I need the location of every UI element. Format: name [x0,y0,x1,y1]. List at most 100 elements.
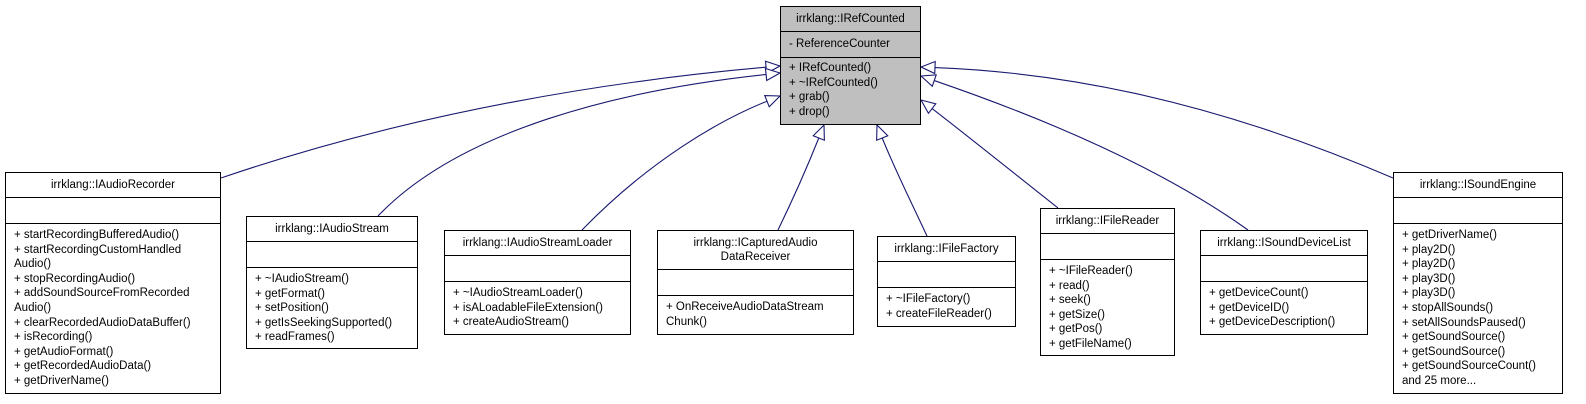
method: + getFileName() [1049,337,1132,350]
method: + seek() [1049,294,1091,307]
class-name: irrklang::IAudioStreamLoader [462,237,613,249]
method: + getSoundSourceCount() [1402,360,1536,373]
method: + readFrames() [255,331,335,344]
class-box-icapturedaudiodatareceiver[interactable]: irrklang::ICapturedAudio DataReceiver + … [657,230,854,335]
method: + isRecording() [14,331,93,344]
class-box-isoundengine[interactable]: irrklang::ISoundEngine + getDriverName()… [1393,172,1563,394]
class-attributes [1201,255,1367,281]
method: + stopRecordingAudio() [14,272,136,285]
class-box-iaudiostream[interactable]: irrklang::IAudioStream + ~IAudioStream()… [246,216,418,349]
class-methods: + getDriverName() + play2D() + play2D() … [1394,223,1562,391]
class-methods: + OnReceiveAudioDataStream Chunk() [658,295,853,331]
method: + play2D() [1402,243,1456,256]
method: + ~IRefCounted() [789,76,878,89]
method: + createFileReader() [886,307,992,320]
class-attributes [247,241,417,267]
class-name: irrklang::IAudioStream [275,223,389,235]
method: + isALoadableFileExtension() [453,301,603,314]
method: + getSoundSource() [1402,345,1506,358]
class-methods: + ~IFileFactory() + createFileReader() [878,287,1015,323]
edge-iaudiostream [377,73,767,217]
edge-isounddevicelist [934,80,1249,231]
class-methods: + ~IAudioStreamLoader() + isALoadableFil… [445,281,630,332]
method: + ~IFileReader() [1049,265,1133,277]
class-box-ifilereader[interactable]: irrklang::IFileReader + ~IFileReader() +… [1040,208,1175,356]
method: + read() [1049,279,1090,292]
class-attributes [6,197,220,223]
inheritance-arrowhead [919,74,937,88]
class-attributes [658,269,853,295]
class-attributes [1041,233,1174,259]
method: + getDriverName() [1402,229,1497,241]
class-title: irrklang::ISoundEngine [1394,173,1562,197]
method: + ~IAudioStream() [255,273,349,285]
method: Audio() [14,301,52,314]
method: + startRecordingBufferedAudio() [14,229,180,241]
method: + getAudioFormat() [14,345,114,358]
edge-iaudiorecorder [220,66,767,179]
edge-isoundengine [934,66,1394,179]
class-name: irrklang::ISoundDeviceList [1217,237,1351,249]
inheritance-arrowhead [919,99,937,115]
edge-ifilefactory [881,137,928,237]
attribute-reference-counter: - ReferenceCounter [789,38,890,50]
class-attributes [445,255,630,281]
method: + getDeviceDescription() [1209,316,1336,329]
class-box-ifilefactory[interactable]: irrklang::IFileFactory + ~IFileFactory()… [877,236,1016,327]
edge-icapturedaudiodatareceiver [777,137,820,231]
method: + getDeviceID() [1209,301,1290,314]
class-attributes: - ReferenceCounter [781,31,920,57]
method: + grab() [789,91,830,104]
method: + getDeviceCount() [1209,287,1309,299]
method: + stopAllSounds() [1402,301,1494,314]
class-name: irrklang::IFileFactory [894,243,999,255]
method: + getSoundSource() [1402,331,1506,344]
class-attributes [878,261,1015,287]
class-title: irrklang::IAudioStream [247,217,417,241]
method: + clearRecordedAudioDataBuffer() [14,316,191,329]
method: + ~IFileFactory() [886,293,971,305]
method: + OnReceiveAudioDataStream [666,301,824,313]
class-methods: + ~IFileReader() + read() + seek() + get… [1041,259,1174,354]
method: + getPos() [1049,323,1103,336]
method: + drop() [789,105,830,118]
class-name: irrklang::IAudioRecorder [50,179,175,191]
inheritance-arrowhead [763,95,782,108]
class-box-iaudiostreamloader[interactable]: irrklang::IAudioStreamLoader + ~IAudioSt… [444,230,631,335]
class-title: irrklang::IAudioStreamLoader [445,231,630,255]
class-name: irrklang::IFileReader [1055,215,1160,227]
inheritance-arrowhead [812,123,825,142]
class-methods: + startRecordingBufferedAudio() + startR… [6,223,220,391]
edge-ifilereader [931,108,1059,209]
class-box-iaudiorecorder[interactable]: irrklang::IAudioRecorder + startRecordin… [5,172,221,394]
class-name: irrklang::ICapturedAudio DataReceiver [693,237,818,263]
class-methods: + ~IAudioStream() + getFormat() + setPos… [247,267,417,347]
method: + play3D() [1402,272,1456,285]
class-name: irrklang::ISoundEngine [1419,179,1537,191]
method: + getIsSeekingSupported() [255,316,393,329]
method: + setAllSoundsPaused() [1402,316,1526,329]
inheritance-arrowhead [919,60,936,75]
method: + getSize() [1049,308,1105,321]
class-methods: + IRefCounted() + ~IRefCounted() + grab(… [781,57,920,121]
more-methods-note: and 25 more... [1402,374,1477,387]
method: Chunk() [666,315,707,328]
edge-iaudiostreamloader [581,100,768,231]
class-title: irrklang::IFileReader [1041,209,1174,233]
class-box-irefcounted[interactable]: irrklang::IRefCounted - ReferenceCounter… [780,6,921,125]
method: + getDriverName() [14,374,109,387]
inheritance-arrowhead [876,123,889,142]
class-title: irrklang::ICapturedAudio DataReceiver [658,231,853,269]
method: + addSoundSourceFromRecorded [14,287,190,300]
class-methods: + getDeviceCount() + getDeviceID() + get… [1201,281,1367,332]
class-attributes [1394,197,1562,223]
class-box-isounddevicelist[interactable]: irrklang::ISoundDeviceList + getDeviceCo… [1200,230,1368,335]
class-title: irrklang::ISoundDeviceList [1201,231,1367,255]
method: + play3D() [1402,287,1456,300]
method: + ~IAudioStreamLoader() [453,287,583,299]
method: + getRecordedAudioData() [14,360,152,373]
inheritance-arrowhead [764,67,782,82]
method: + setPosition() [255,302,329,315]
method: + getFormat() [255,287,325,300]
